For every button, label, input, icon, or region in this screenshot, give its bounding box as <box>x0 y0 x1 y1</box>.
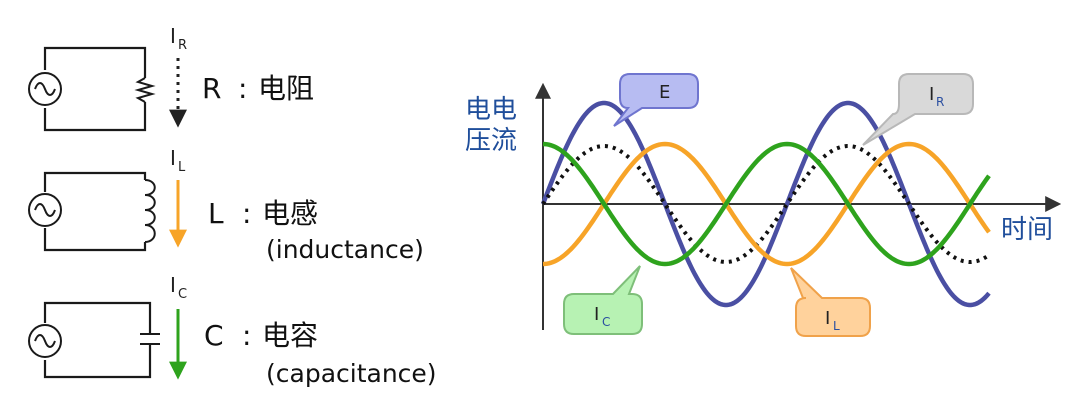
ac-wave-glyph <box>34 334 56 348</box>
inductor-coil-icon <box>144 179 156 243</box>
y-axis-label-line2: 压流 <box>465 126 517 156</box>
callout-ir-symbol: I <box>929 84 934 105</box>
inductor-current-wave <box>542 141 991 267</box>
capacitor-circuit: I C C : 电容 (capacitance) <box>28 273 437 388</box>
inductor-circuit: I L L : 电感 (inductance) <box>28 146 424 264</box>
inductor-current-subscript: L <box>178 160 186 175</box>
resistor-name: 电阻 <box>258 72 314 105</box>
callout-il-box <box>790 267 871 337</box>
callout-ir-subscript: R <box>936 95 944 109</box>
resistor-current-subscript: R <box>178 38 187 53</box>
callout-ic-symbol: I <box>594 304 599 325</box>
capacitor-current-wave <box>542 141 991 267</box>
capacitor-name: 电容 <box>262 319 318 352</box>
callout-ic-subscript: C <box>602 315 610 329</box>
inductor-separator: : <box>242 197 251 230</box>
callout-ic-box <box>563 265 643 335</box>
resistor-letter: R <box>202 72 221 105</box>
waveform-graph: 电电 压流 时间 E I R I C I L <box>465 73 1062 337</box>
inductor-english: (inductance) <box>266 235 424 264</box>
resistor-circuit: I R R : 电阻 <box>28 24 314 132</box>
capacitor-separator: : <box>242 319 251 352</box>
callout-il-subscript: L <box>833 319 840 333</box>
callout-il: I L <box>790 267 871 337</box>
resistor-current-symbol: I <box>170 24 176 48</box>
resistor-separator: : <box>238 72 247 105</box>
callout-e: E <box>613 73 699 127</box>
inductor-letter: L <box>208 197 224 230</box>
inductor-current-symbol: I <box>170 146 176 170</box>
inductor-name: 电感 <box>262 197 318 230</box>
resistor-circuit-wire <box>43 46 147 132</box>
capacitor-current-symbol: I <box>170 273 176 297</box>
y-axis-label-line1: 电电 <box>465 95 517 125</box>
capacitor-current-subscript: C <box>178 287 187 302</box>
capacitor-circuit-wire <box>43 301 152 379</box>
callout-ir-box <box>862 73 974 146</box>
ac-wave-glyph <box>34 203 56 217</box>
callout-e-label: E <box>659 82 670 103</box>
capacitor-letter: C <box>204 319 224 352</box>
callout-ic: I C <box>563 265 643 335</box>
callout-e-box <box>613 73 699 127</box>
ac-wave-glyph <box>34 82 56 96</box>
callout-ir: I R <box>862 73 974 146</box>
capacitor-english: (capacitance) <box>266 359 437 388</box>
x-axis-label: 时间 <box>1001 215 1053 245</box>
resistor-icon <box>134 77 156 103</box>
callout-il-symbol: I <box>825 308 830 329</box>
inductor-circuit-wire <box>43 171 147 252</box>
